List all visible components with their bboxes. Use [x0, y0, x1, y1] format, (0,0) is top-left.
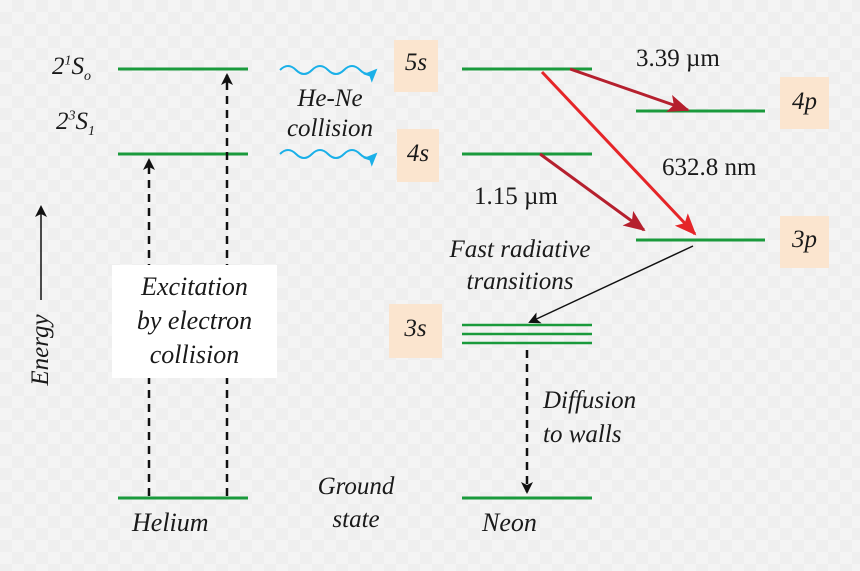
level-box-4p — [780, 77, 829, 129]
level-box-3p — [780, 216, 829, 268]
level-label-3s: 3s — [404, 315, 427, 342]
transition-arrow-6328nm — [540, 70, 697, 236]
transition-label-115um: 1.15 µm — [474, 183, 558, 210]
transition-label-6328nm: 632.8 nm — [662, 154, 757, 181]
collision-wave-lower — [279, 149, 378, 167]
transition-label-339um: 3.39 µm — [636, 45, 720, 72]
collision-label: He-Ne collision — [286, 85, 374, 142]
level-box-5s — [394, 40, 438, 92]
level-label-4s: 4s — [406, 140, 430, 167]
excitation-label-box — [112, 265, 277, 378]
ground-state-label: Ground state — [317, 473, 395, 533]
collision-wave-upper — [279, 65, 378, 83]
helium-label: Helium — [132, 508, 209, 537]
neon-label: Neon — [482, 508, 537, 537]
helium-level-label-upper: 21So — [52, 53, 91, 84]
transition-arrow-115um — [539, 152, 646, 232]
fast-radiative-label: Fast radiative transitions — [449, 236, 591, 295]
diffusion-label: Diffusion to walls — [543, 387, 637, 448]
level-label-4p: 4p — [792, 88, 817, 115]
excitation-label: Excitation by electron collision — [136, 272, 253, 369]
fast-radiative-arrow — [528, 245, 694, 324]
transition-arrow-339um — [569, 67, 690, 112]
helium-level-label-lower: 23S1 — [56, 108, 95, 139]
level-box-3s — [389, 304, 442, 358]
level-box-4s — [397, 129, 439, 182]
level-label-3p: 3p — [792, 226, 817, 253]
energy-axis-label: Energy — [27, 314, 54, 386]
level-label-5s: 5s — [404, 49, 428, 76]
